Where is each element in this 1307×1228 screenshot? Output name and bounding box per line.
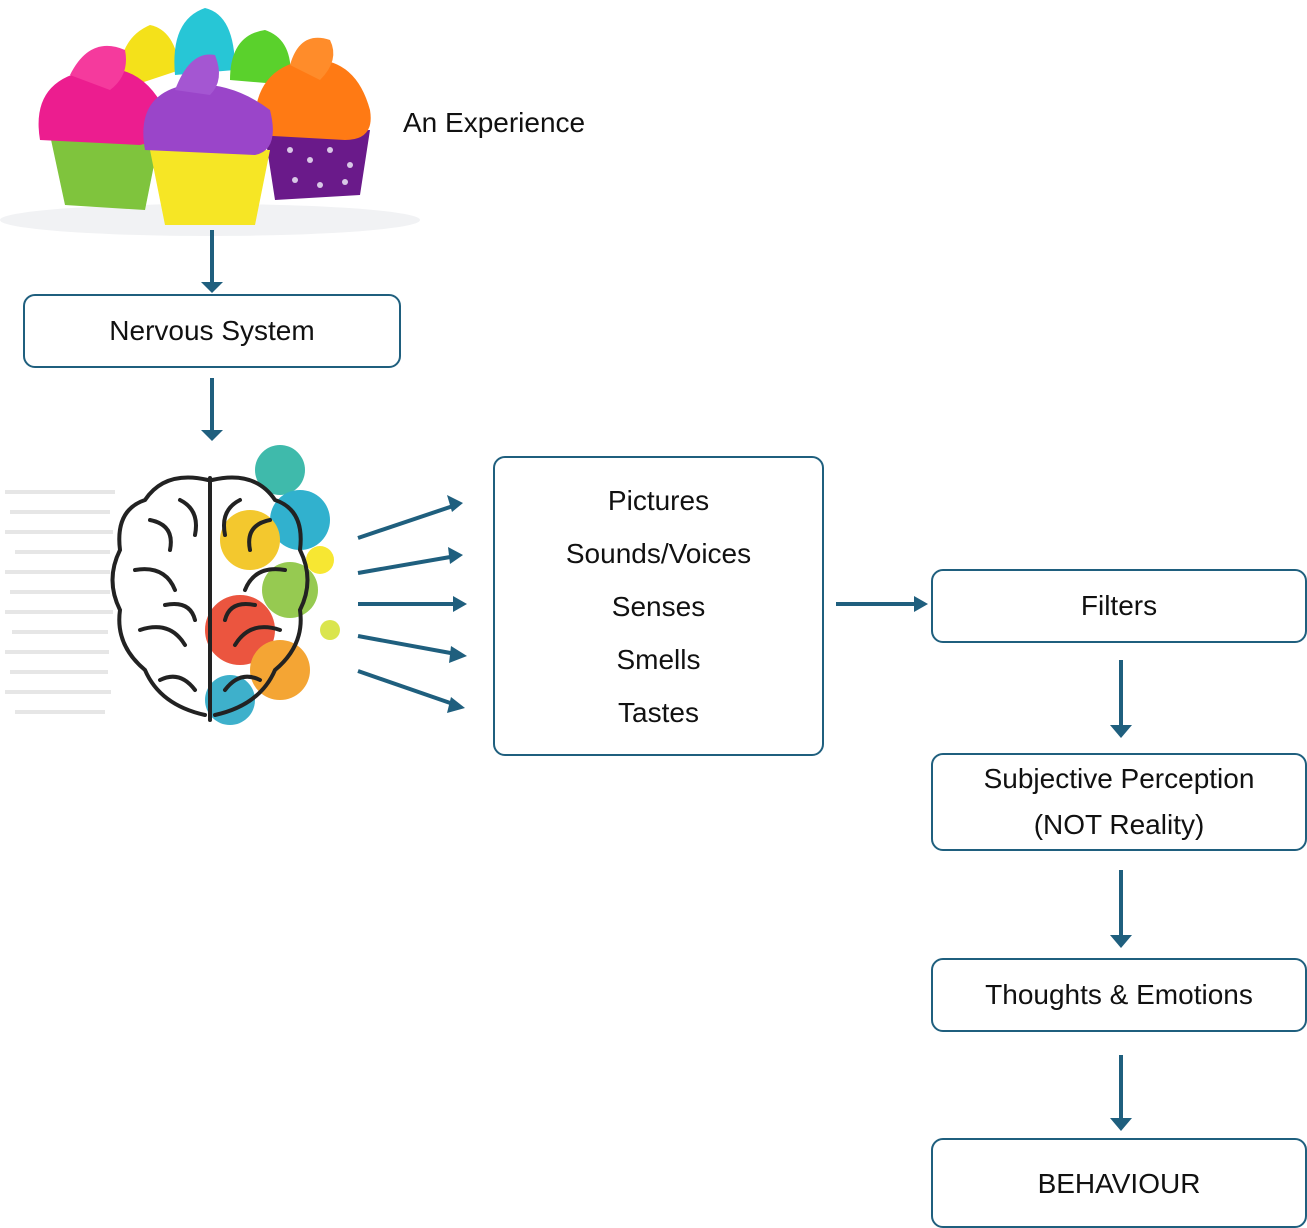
experience-label: An Experience	[403, 107, 586, 138]
sensory-item-tastes: Tastes	[618, 696, 699, 728]
brain-illustration	[5, 445, 340, 725]
sensory-item-pictures: Pictures	[607, 484, 710, 516]
perception-box: Subjective Perception (NOT Reality)	[931, 753, 1307, 851]
filters-label: Filters	[1080, 590, 1158, 621]
perception-line1: Subjective Perception	[983, 763, 1255, 794]
sensory-item-smells: Smells	[616, 643, 701, 675]
perception-line2: (NOT Reality)	[1033, 809, 1205, 840]
sensory-item-senses: Senses	[611, 590, 706, 622]
arrow-brain-to-sensory-2	[357, 554, 457, 575]
sensory-item-sounds: Sounds/Voices	[565, 537, 752, 569]
filters-box: Filters	[931, 569, 1307, 643]
arrow-brain-to-sensory-4	[357, 634, 457, 656]
sensory-box: Pictures Sounds/Voices Senses Smells Tas…	[493, 456, 824, 756]
behaviour-label: BEHAVIOUR	[1037, 1168, 1201, 1199]
cupcakes-illustration	[0, 8, 420, 236]
arrow-brain-to-sensory-5	[357, 669, 457, 707]
nervous-system-label: Nervous System	[109, 315, 315, 346]
thoughts-label: Thoughts & Emotions	[985, 979, 1253, 1010]
nervous-system-box: Nervous System	[23, 294, 401, 368]
thoughts-box: Thoughts & Emotions	[931, 958, 1307, 1032]
arrow-brain-to-sensory-1	[357, 503, 457, 540]
